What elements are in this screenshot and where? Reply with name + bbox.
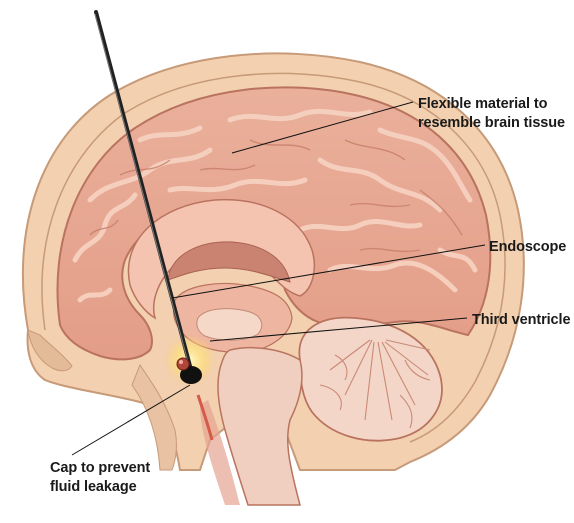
label-third-ventricle: Third ventricle — [472, 311, 570, 330]
label-flexible-line2: resemble brain tissue — [418, 114, 565, 133]
label-cap-line2: fluid leakage — [50, 478, 150, 497]
label-flexible-material: Flexible material to resemble brain tiss… — [418, 95, 565, 133]
label-endoscope: Endoscope — [489, 238, 566, 257]
label-flexible-line1: Flexible material to — [418, 95, 565, 114]
label-cap-line1: Cap to prevent — [50, 459, 150, 478]
label-cap: Cap to prevent fluid leakage — [50, 459, 150, 497]
third-ventricle — [197, 309, 262, 341]
